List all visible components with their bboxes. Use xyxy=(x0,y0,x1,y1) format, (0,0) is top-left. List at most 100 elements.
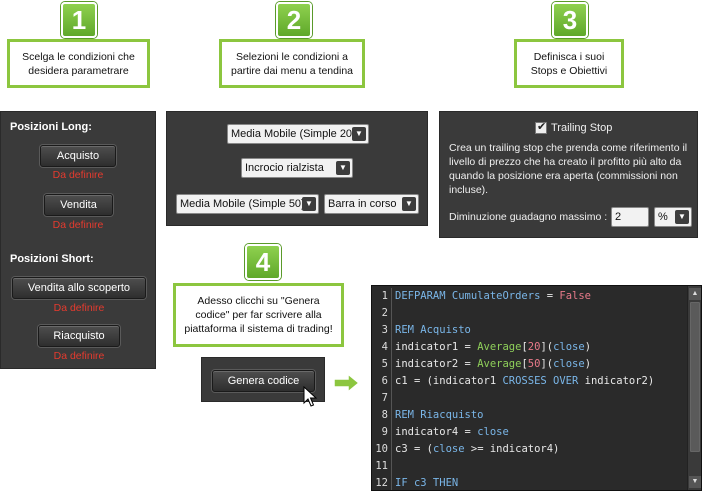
code-token: close xyxy=(432,443,465,455)
condition-select-value: Incrocio rialzista xyxy=(245,162,324,174)
step-3-callout: Definisca i suoi Stops e Obiettivi xyxy=(514,39,624,88)
code-token: ]( xyxy=(540,358,554,370)
line-number: 2 xyxy=(372,305,392,322)
right-arrow-icon xyxy=(333,372,361,394)
code-token: close xyxy=(477,426,509,438)
code-token: indicator1 = xyxy=(395,341,478,353)
generate-code-panel: Genera codice xyxy=(201,357,325,407)
unit-select[interactable]: % ▼ xyxy=(654,207,692,227)
step-4-callout: Adesso clicchi su "Genera codice" per fa… xyxy=(173,283,344,347)
code-scrollbar[interactable]: ▲ ▼ xyxy=(687,286,701,490)
line-number: 9 xyxy=(372,424,392,441)
gain-value-input[interactable]: 2 xyxy=(611,207,649,227)
chevron-down-icon: ▼ xyxy=(402,197,416,211)
line-number: 7 xyxy=(372,390,392,407)
checkmark-icon: ✔ xyxy=(537,121,547,133)
code-token: ) xyxy=(584,358,592,370)
chevron-down-icon: ▼ xyxy=(352,127,366,141)
indicator2-select[interactable]: Media Mobile (Simple 50) ▼ xyxy=(176,194,319,214)
vendita-allo-scoperto-status: Da definire xyxy=(53,302,105,314)
mouse-pointer-icon xyxy=(303,386,318,407)
indicator1-select[interactable]: Media Mobile (Simple 20) ▼ xyxy=(227,124,369,144)
line-number: 6 xyxy=(372,373,392,390)
step-number-2: 2 xyxy=(276,2,312,38)
line-number: 3 xyxy=(372,322,392,339)
line-number: 1 xyxy=(372,288,392,305)
code-line: 11 xyxy=(372,458,395,475)
trailing-stop-label: Trailing Stop xyxy=(551,122,613,134)
vendita-status: Da definire xyxy=(52,219,104,231)
line-number: 8 xyxy=(372,407,392,424)
long-positions-title: Posizioni Long: xyxy=(10,121,92,133)
code-token: 50 xyxy=(527,358,541,370)
indicator2-select-value: Media Mobile (Simple 50) xyxy=(180,198,305,210)
code-token: indicator2) xyxy=(578,375,655,387)
code-token: ]( xyxy=(540,341,554,353)
code-token: [ xyxy=(521,358,528,370)
stops-panel: ✔ Trailing Stop Crea un trailing stop ch… xyxy=(439,111,698,238)
line-number: 5 xyxy=(372,356,392,373)
line-number: 11 xyxy=(372,458,392,475)
code-token: = xyxy=(540,290,560,302)
unit-select-value: % xyxy=(658,211,668,223)
gain-value: 2 xyxy=(615,211,622,223)
code-token: >= indicator4) xyxy=(464,443,560,455)
code-token: REM Riacquisto xyxy=(395,409,484,421)
line-number: 10 xyxy=(372,441,392,458)
short-positions-title: Posizioni Short: xyxy=(10,253,94,265)
riacquisto-button[interactable]: Riacquisto xyxy=(38,325,120,347)
vendita-allo-scoperto-button[interactable]: Vendita allo scoperto xyxy=(12,277,146,299)
indicator1-select-value: Media Mobile (Simple 20) xyxy=(231,128,356,140)
chevron-down-icon: ▼ xyxy=(336,161,350,175)
scroll-down-icon[interactable]: ▼ xyxy=(689,476,701,488)
code-token: False xyxy=(559,290,591,302)
step-1-callout: Scelga le condizioni che desidera parame… xyxy=(7,39,150,88)
chevron-down-icon: ▼ xyxy=(302,197,316,211)
step-number-4: 4 xyxy=(245,244,281,280)
code-token: CROSSES OVER xyxy=(502,375,579,387)
code-token: ) xyxy=(584,341,592,353)
scroll-up-icon[interactable]: ▲ xyxy=(689,288,701,300)
step-number-1: 1 xyxy=(61,2,97,38)
gain-decrease-label: Diminuzione guadagno massimo : xyxy=(449,211,608,223)
code-token: close xyxy=(553,341,585,353)
code-token: close xyxy=(553,358,585,370)
bar-select[interactable]: Barra in corso ▼ xyxy=(324,194,419,214)
acquisto-status: Da definire xyxy=(52,169,104,181)
code-token: Average xyxy=(477,341,522,353)
code-token: 20 xyxy=(527,341,541,353)
trailing-stop-description: Crea un trailing stop che prenda come ri… xyxy=(449,142,688,196)
step-number-3: 3 xyxy=(552,2,588,38)
scroll-thumb[interactable] xyxy=(690,302,700,452)
code-token: REM Acquisto xyxy=(395,324,471,336)
generate-code-button[interactable]: Genera codice xyxy=(212,370,315,392)
vendita-button[interactable]: Vendita xyxy=(44,194,113,216)
riacquisto-status: Da definire xyxy=(53,350,105,362)
chevron-down-icon: ▼ xyxy=(675,210,689,224)
line-number: 12 xyxy=(372,475,392,490)
code-token: indicator2 = xyxy=(395,358,478,370)
condition-select[interactable]: Incrocio rialzista ▼ xyxy=(241,158,353,178)
code-token: [ xyxy=(521,341,528,353)
step-2-callout: Selezioni le condizioni a partire dai me… xyxy=(219,39,365,88)
code-token: c1 = (indicator1 xyxy=(395,375,503,387)
code-token: c3 = ( xyxy=(395,443,433,455)
code-line: 7 xyxy=(372,390,395,407)
acquisto-button[interactable]: Acquisto xyxy=(40,145,116,167)
code-token: Average xyxy=(477,358,522,370)
code-token: DEFPARAM CumulateOrders xyxy=(395,290,541,302)
code-token: indicator4 = xyxy=(395,426,478,438)
dropdown-panel: Media Mobile (Simple 20) ▼ Incrocio rial… xyxy=(166,111,428,226)
conditions-panel: Posizioni Long: Acquisto Da definire Ven… xyxy=(0,111,156,369)
trailing-stop-checkbox[interactable]: ✔ xyxy=(535,121,547,134)
